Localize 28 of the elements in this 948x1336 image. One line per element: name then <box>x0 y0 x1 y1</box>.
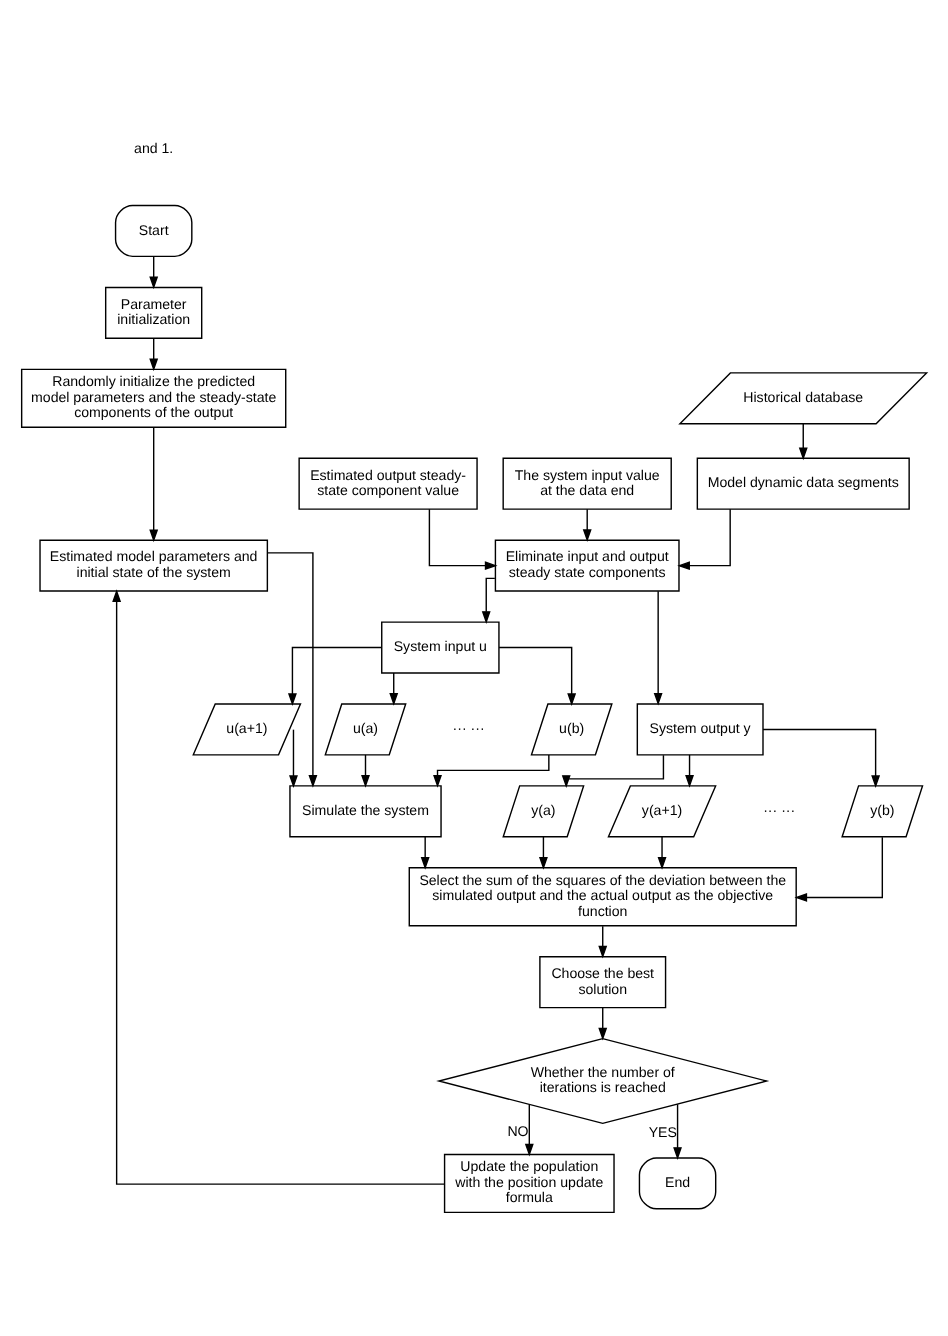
arrow <box>428 508 498 571</box>
arrow <box>420 836 430 870</box>
arrow <box>149 337 159 372</box>
arrow <box>287 646 383 707</box>
arrow <box>677 508 731 571</box>
arrow <box>798 423 808 461</box>
arrow <box>149 255 159 290</box>
arrow <box>794 836 884 902</box>
arrow <box>289 728 298 789</box>
arrow <box>657 836 667 870</box>
arrow <box>538 836 548 870</box>
arrow <box>673 1103 683 1160</box>
arrow <box>433 754 550 788</box>
arrow <box>653 590 663 706</box>
arrow <box>267 552 318 788</box>
arrow <box>598 925 608 959</box>
arrow <box>582 508 592 543</box>
arrow <box>561 754 665 788</box>
arrow <box>685 754 694 788</box>
arrow <box>762 728 881 788</box>
arrow <box>524 1104 534 1157</box>
arrow <box>149 426 159 543</box>
arrow <box>112 589 445 1185</box>
arrow <box>361 754 370 788</box>
arrow <box>389 672 399 706</box>
arrow <box>481 577 496 624</box>
arrow <box>498 646 577 707</box>
arrow <box>598 1006 608 1041</box>
